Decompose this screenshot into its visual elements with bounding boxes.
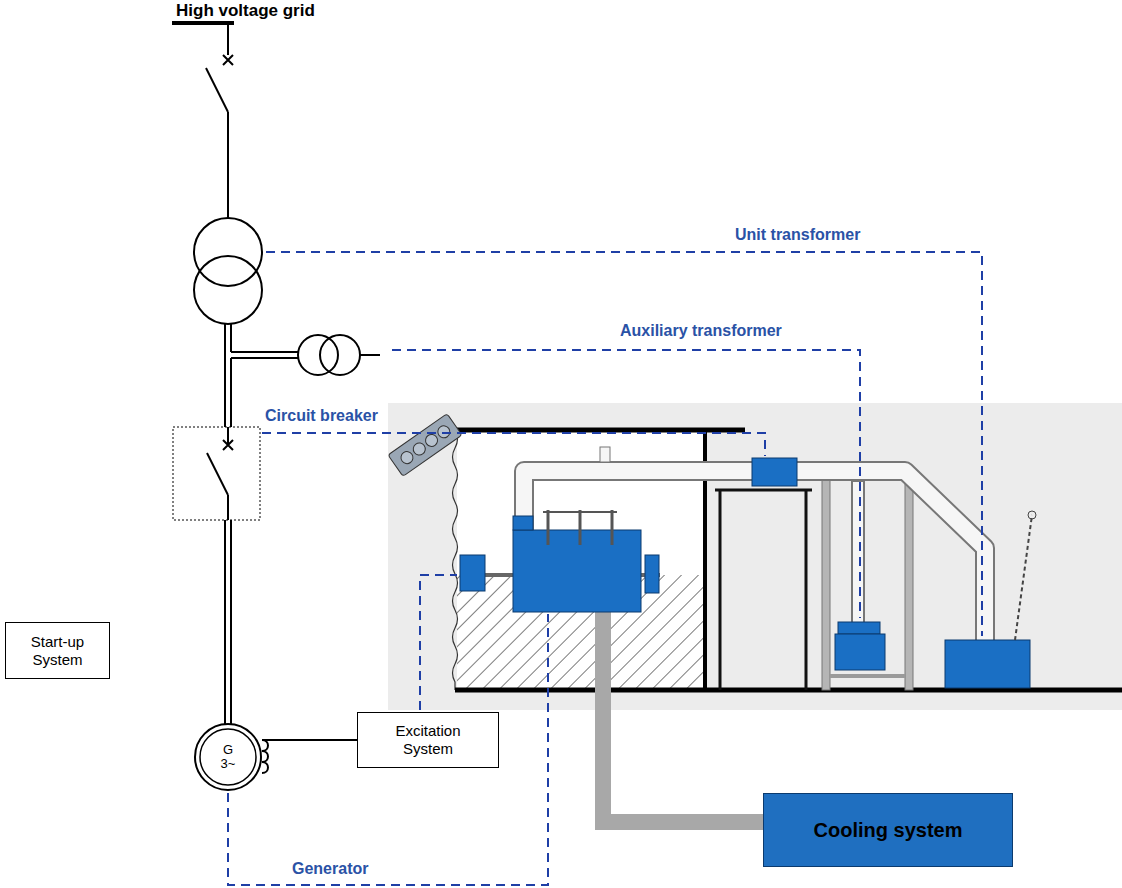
- wire: [227, 495, 229, 520]
- node-text: Start-up System: [18, 633, 98, 669]
- leader-line: [228, 614, 548, 885]
- brush-dot: [411, 441, 428, 458]
- generator-symbol: G 3~: [194, 723, 262, 791]
- leader-line: [262, 433, 765, 456]
- brush-icon: [388, 414, 462, 477]
- bus-line: [231, 351, 298, 353]
- bus-line: [230, 324, 232, 352]
- aux-transformer-winding: [298, 335, 338, 375]
- support-leg: [805, 490, 808, 690]
- unit-transformer: [945, 640, 1030, 688]
- branch-duct: [851, 480, 865, 625]
- bus-line: [224, 520, 226, 724]
- bus-line: [230, 520, 232, 724]
- breaker-frame: [173, 427, 260, 520]
- bus-line: [230, 358, 232, 427]
- stator-rod: [579, 510, 582, 545]
- wire: [227, 23, 229, 55]
- inner-ring: [200, 729, 256, 785]
- breaker-blade: [207, 453, 228, 495]
- branch-duct-inner: [853, 482, 863, 625]
- support-leg: [719, 490, 722, 690]
- wall-edge: [453, 430, 458, 690]
- outer-ring: [195, 724, 261, 790]
- exciter-unit: [460, 555, 485, 591]
- aux-transformer-top: [838, 622, 880, 634]
- bus-line: [231, 357, 298, 359]
- leader-line: [266, 252, 982, 636]
- wire: [227, 427, 229, 445]
- callout-label: Unit transformer: [735, 226, 860, 244]
- support-table: [715, 489, 812, 492]
- breaker-contact: [223, 440, 233, 450]
- bus-line: [224, 324, 226, 427]
- bushing: [1015, 515, 1032, 640]
- aux-transformer: [835, 634, 885, 670]
- switch-blade: [206, 68, 228, 112]
- grid-label: High voltage grid: [176, 1, 315, 21]
- stator-rod: [611, 510, 614, 545]
- ceiling-beam: [457, 428, 745, 433]
- bearing: [645, 555, 659, 593]
- node-text: Excitation System: [382, 722, 474, 758]
- brush-dot: [435, 423, 452, 440]
- transformer-winding: [194, 218, 262, 286]
- leader-line: [420, 575, 457, 710]
- brush-dot: [423, 432, 440, 449]
- callout-leaders: [228, 252, 982, 885]
- stator-frame: [543, 511, 617, 513]
- brush-dot: [399, 449, 416, 466]
- node-text: G 3~: [219, 743, 237, 772]
- stator-rod: [547, 510, 550, 545]
- support-base: [830, 674, 905, 678]
- breaker-unit: [752, 458, 797, 486]
- node-text: Cooling system: [814, 818, 963, 842]
- callout-label: Auxiliary transformer: [620, 322, 782, 340]
- aux-transformer-winding: [320, 335, 360, 375]
- duct-stub: [600, 447, 610, 462]
- connector-wire: [262, 739, 357, 741]
- grid-busbar: [172, 21, 234, 25]
- leader-line: [392, 350, 860, 618]
- cooling-box: Cooling system: [763, 793, 1013, 867]
- callout-label: Generator: [292, 860, 368, 878]
- support-column: [905, 480, 913, 690]
- field-winding: [262, 740, 268, 773]
- callout-label: Circuit breaker: [265, 407, 378, 425]
- brush-body: [388, 414, 462, 477]
- bushing-tip: [1028, 511, 1036, 519]
- transformer-winding: [194, 256, 262, 324]
- wire: [360, 354, 380, 356]
- cooling-pipe: [603, 612, 763, 822]
- system-box: Excitation System: [357, 712, 499, 768]
- support-column: [822, 480, 830, 690]
- system-box: Start-up System: [5, 622, 110, 679]
- wire: [227, 112, 229, 218]
- terminal-box: [513, 516, 533, 530]
- illustration-ground: [388, 403, 1122, 710]
- generator-body: [513, 530, 641, 612]
- switch-contact: [223, 55, 233, 65]
